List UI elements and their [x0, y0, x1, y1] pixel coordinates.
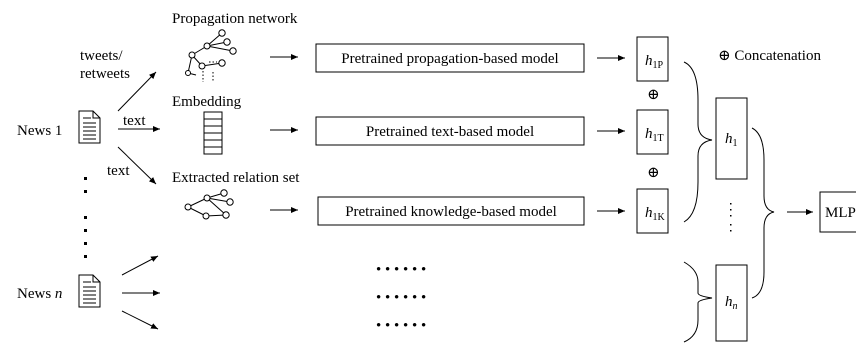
brace-group-n [683, 261, 713, 343]
svg-text:Pretrained knowledge-based mod: Pretrained knowledge-based model [345, 204, 557, 220]
text-branch-label-lower: text [107, 163, 130, 179]
news-1-document-icon [78, 110, 101, 144]
svg-text:Pretrained text-based model: Pretrained text-based model [366, 124, 534, 140]
svg-text:hn: hn [725, 294, 738, 312]
arrow-newsn-up [121, 255, 159, 276]
embedding-vector-icon [203, 111, 223, 155]
retweets-label: retweets [80, 66, 130, 82]
svg-text:Pretrained propagation-based m: Pretrained propagation-based model [341, 51, 558, 67]
concat-symbol-upper: ⊕ [647, 87, 660, 103]
ellipsis-row-3: • • • • • • [376, 318, 426, 334]
news-1-label: News 1 [17, 123, 62, 139]
news-n-document-icon [78, 274, 101, 308]
h1t-vector-box: h1T [636, 109, 669, 155]
concat-symbol-lower: ⊕ [647, 165, 660, 181]
knowledge-model-box: Pretrained knowledge-based model [317, 196, 585, 226]
hn-vector-box: hn [715, 264, 748, 342]
embedding-label: Embedding [172, 94, 242, 110]
svg-text:h1P: h1P [645, 53, 664, 71]
svg-text:h1K: h1K [645, 205, 666, 223]
propagation-model-box: Pretrained propagation-based model [315, 43, 585, 73]
h1p-vector-box: h1P [636, 36, 669, 82]
ellipsis-row-1: • • • • • • [376, 262, 426, 278]
svg-text:h1: h1 [725, 131, 738, 149]
brace-group-1 [683, 61, 713, 223]
arrow-newsn-down [121, 310, 159, 330]
concatenation-legend: ⊕ Concatenation [718, 48, 821, 64]
arrow-news1-to-propagation [117, 71, 157, 112]
text-model-box: Pretrained text-based model [315, 116, 585, 146]
svg-text:h1T: h1T [645, 126, 664, 144]
news-n-label: News n [17, 286, 62, 302]
svg-text:MLP: MLP [825, 205, 856, 221]
propagation-network-label: Propagation network [172, 11, 298, 27]
h1k-vector-box: h1K [636, 188, 669, 234]
arrow-news1-to-relations [117, 146, 157, 185]
ellipsis-row-2: • • • • • • [376, 290, 426, 306]
relation-graph-icon [184, 189, 234, 220]
h1-vector-box: h1 [715, 97, 748, 180]
vertical-ellipsis-h [730, 203, 732, 232]
tweets-label: tweets/ [80, 48, 123, 64]
extracted-relation-set-label: Extracted relation set [172, 170, 300, 186]
vertical-ellipsis-news [84, 177, 87, 258]
brace-all-h [751, 127, 775, 299]
text-branch-label-upper: text [123, 113, 146, 129]
mlp-box: MLP [819, 191, 856, 233]
propagation-tree-icon [185, 29, 237, 82]
